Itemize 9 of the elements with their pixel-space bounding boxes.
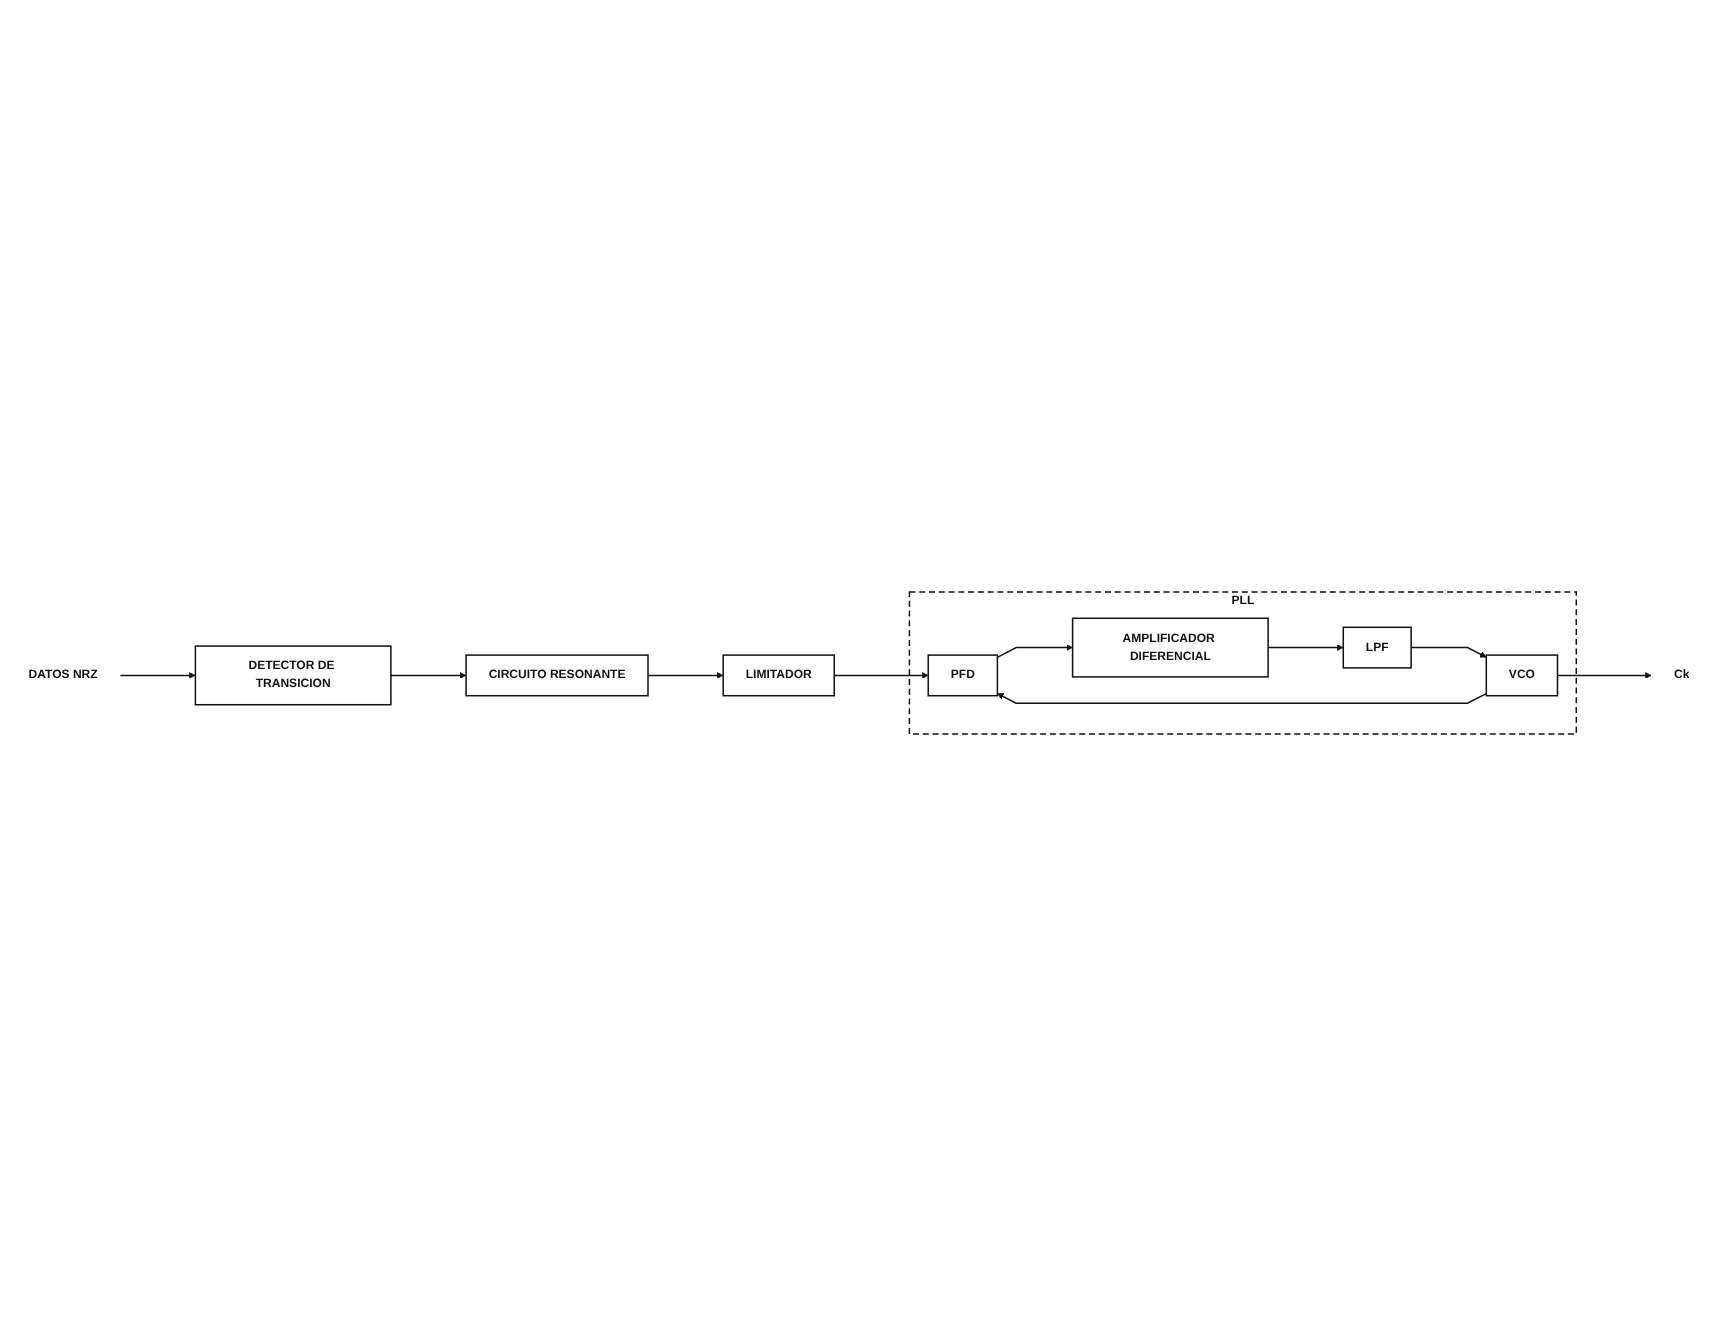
arrow — [119, 672, 196, 679]
arrow — [1267, 644, 1344, 651]
arrow — [390, 672, 467, 679]
arrow — [833, 672, 929, 679]
arrow — [997, 692, 1488, 704]
arrow — [1410, 646, 1487, 658]
arrow — [1556, 672, 1652, 679]
arrow — [996, 644, 1073, 659]
arrow — [647, 672, 724, 679]
